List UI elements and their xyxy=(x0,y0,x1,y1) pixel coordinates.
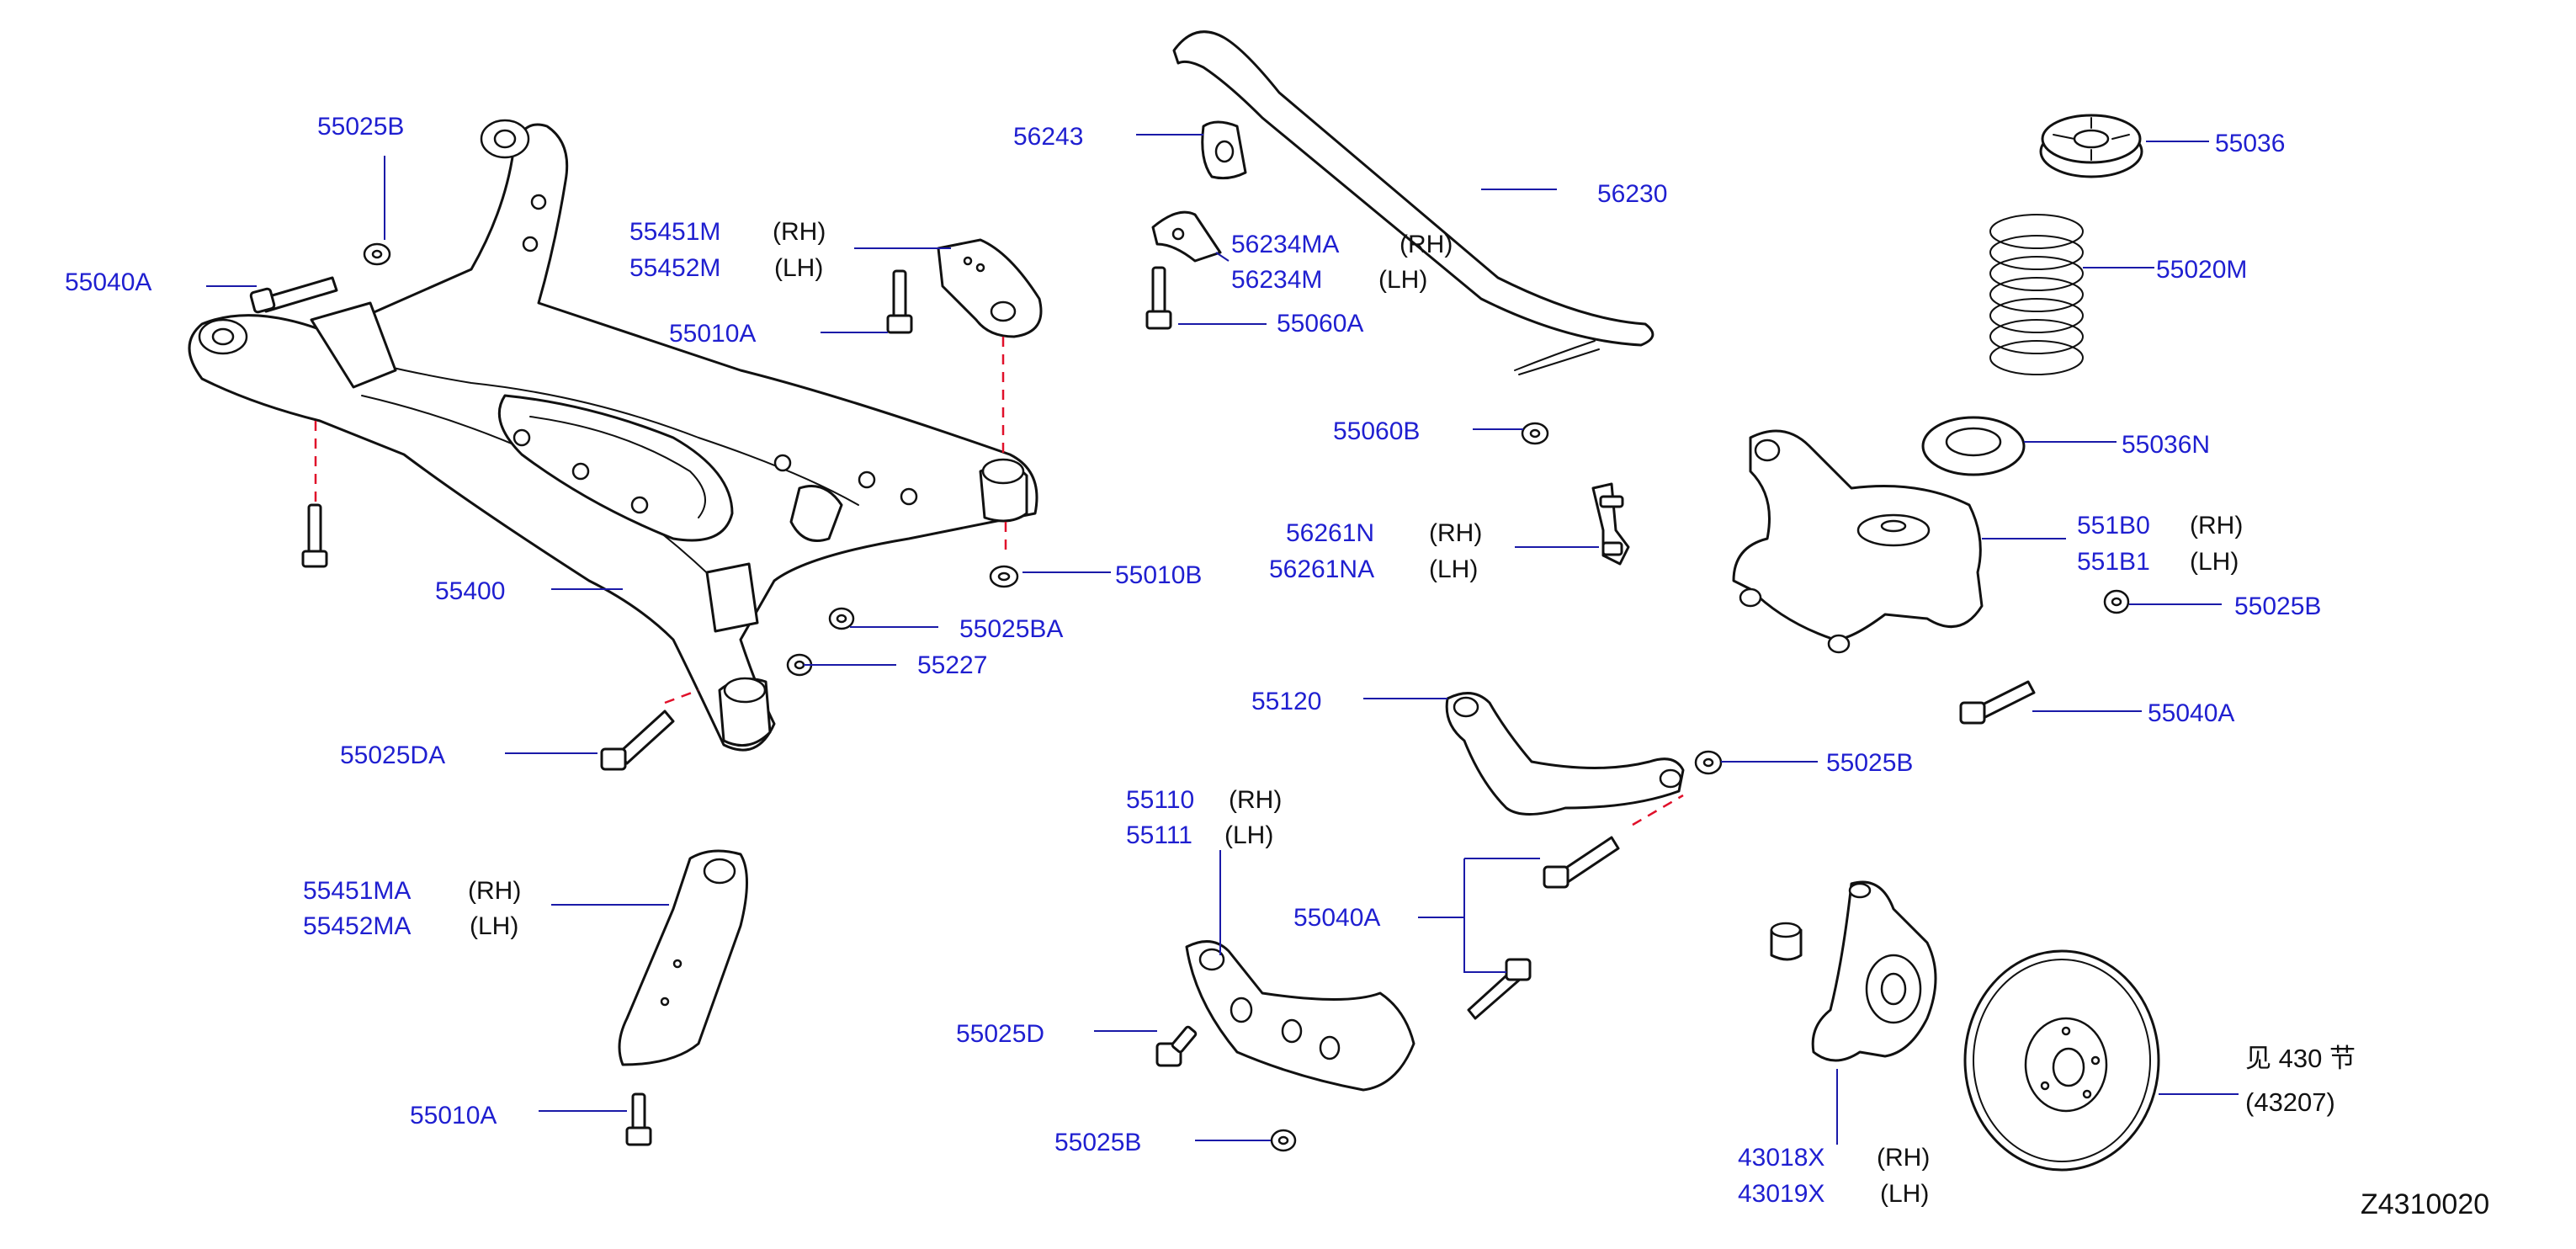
part-number-56261N[interactable]: 56261N xyxy=(1286,519,1374,547)
part-number-55452MA[interactable]: 55452MA xyxy=(303,912,411,940)
part-number-56230[interactable]: 56230 xyxy=(1597,180,1667,208)
bolt-icon xyxy=(1155,1025,1198,1067)
part-number-56261NA[interactable]: 56261NA xyxy=(1269,555,1374,583)
bolt-icon xyxy=(1467,958,1532,1020)
mount-bracket-55451MA-drawing[interactable] xyxy=(618,849,748,1066)
washer-icon xyxy=(989,565,1019,588)
brake-disc-43207-drawing[interactable] xyxy=(1963,949,2160,1172)
washer-icon xyxy=(363,242,391,266)
washer-icon xyxy=(1521,422,1549,445)
rear-knuckle-43018X-drawing[interactable] xyxy=(1811,880,1937,1062)
washer-icon xyxy=(2103,589,2130,614)
part-number-55111[interactable]: 55111 xyxy=(1126,821,1192,849)
bolt-icon xyxy=(1543,836,1620,889)
stabilizer-link-56261N-drawing[interactable] xyxy=(1591,482,1630,566)
coil-spring-55020M-drawing[interactable] xyxy=(1989,214,2084,375)
bolt-icon xyxy=(1959,680,2036,725)
part-number-551B0[interactable]: 551B0 xyxy=(2077,512,2150,539)
bolt-icon xyxy=(886,269,913,334)
part-number-55451M[interactable]: 55451M xyxy=(629,218,720,246)
bolt-icon xyxy=(301,503,328,568)
washer-icon xyxy=(1270,1129,1297,1152)
part-number-55040A[interactable]: 55040A xyxy=(65,268,151,296)
assembly-line xyxy=(1632,794,1684,826)
mount-bracket-55451M-drawing[interactable] xyxy=(937,238,1043,338)
part-number-56234M[interactable]: 56234M xyxy=(1231,266,1322,294)
part-number-55020M[interactable]: 55020M xyxy=(2156,256,2247,284)
part-number-55060A[interactable]: 55060A xyxy=(1277,310,1363,337)
part-number-55025BA[interactable]: 55025BA xyxy=(959,615,1063,643)
bolt-icon xyxy=(249,276,338,314)
leader-lines xyxy=(206,134,2239,1145)
part-number-43018X[interactable]: 43018X xyxy=(1738,1144,1824,1172)
part-number-55025D[interactable]: 55025D xyxy=(956,1020,1044,1048)
lower-arm-55110-drawing[interactable] xyxy=(1185,940,1415,1092)
side-rh: (RH) xyxy=(1429,519,1482,547)
washer-icon xyxy=(1694,750,1723,775)
reference-part-label: (43207) xyxy=(2245,1087,2335,1117)
part-number-55025B[interactable]: 55025B xyxy=(2234,593,2321,620)
washer-icon xyxy=(828,607,855,630)
part-number-43019X[interactable]: 43019X xyxy=(1738,1180,1824,1208)
bolt-icon xyxy=(1145,266,1172,330)
side-rh: (RH) xyxy=(1400,231,1453,258)
side-rh: (RH) xyxy=(468,877,521,905)
part-number-55036N[interactable]: 55036N xyxy=(2122,431,2210,459)
part-number-55227[interactable]: 55227 xyxy=(917,651,987,679)
side-lh: (LH) xyxy=(1429,555,1478,583)
stabilizer-bar-56230-drawing[interactable] xyxy=(1172,30,1654,375)
reference-section-label[interactable]: 见 430 节 xyxy=(2245,1044,2356,1073)
bolt-icon xyxy=(625,1092,652,1146)
side-lh: (LH) xyxy=(2190,548,2239,576)
part-number-56243[interactable]: 56243 xyxy=(1013,123,1083,151)
part-number-55120[interactable]: 55120 xyxy=(1251,688,1321,715)
part-number-56234MA[interactable]: 56234MA xyxy=(1231,231,1339,258)
upper-spring-seat-55036-drawing[interactable] xyxy=(2039,114,2143,178)
part-number-55025B[interactable]: 55025B xyxy=(1826,749,1913,777)
lower-link-551B0-drawing[interactable] xyxy=(1732,429,1984,654)
part-number-55010A[interactable]: 55010A xyxy=(410,1102,497,1129)
clamp-56234M-drawing[interactable] xyxy=(1151,210,1222,263)
bushing-icon xyxy=(1770,922,1803,961)
part-number-55040A[interactable]: 55040A xyxy=(1293,904,1380,932)
side-lh: (LH) xyxy=(1378,266,1427,294)
part-number-551B1[interactable]: 551B1 xyxy=(2077,548,2150,576)
part-number-55110[interactable]: 55110 xyxy=(1126,786,1194,814)
side-rh: (RH) xyxy=(2190,512,2243,539)
part-number-55025B[interactable]: 55025B xyxy=(1054,1129,1141,1156)
part-number-55025DA[interactable]: 55025DA xyxy=(340,741,445,769)
part-number-55452M[interactable]: 55452M xyxy=(629,254,720,282)
upper-arm-55120-drawing[interactable] xyxy=(1445,692,1685,816)
part-number-55451MA[interactable]: 55451MA xyxy=(303,877,411,905)
part-number-55036[interactable]: 55036 xyxy=(2215,130,2285,157)
diagram-code: Z4310020 xyxy=(2361,1188,2489,1220)
side-rh: (RH) xyxy=(1877,1144,1930,1172)
part-number-55010A[interactable]: 55010A xyxy=(669,320,756,348)
part-number-55400[interactable]: 55400 xyxy=(435,577,505,605)
side-lh: (LH) xyxy=(774,254,823,282)
side-rh: (RH) xyxy=(773,218,826,246)
part-number-55010B[interactable]: 55010B xyxy=(1115,561,1202,589)
side-lh: (LH) xyxy=(470,912,518,940)
side-lh: (LH) xyxy=(1224,821,1273,849)
bushing-56243-drawing[interactable] xyxy=(1201,120,1247,180)
part-number-55060B[interactable]: 55060B xyxy=(1333,417,1420,445)
part-number-55025B[interactable]: 55025B xyxy=(317,113,404,141)
side-lh: (LH) xyxy=(1880,1180,1929,1208)
assembly-line xyxy=(664,688,699,704)
subframe-55400-drawing[interactable] xyxy=(188,119,1038,752)
part-number-55040A[interactable]: 55040A xyxy=(2148,699,2234,727)
bolt-icon xyxy=(600,710,675,771)
lower-spring-seat-55036N-drawing[interactable] xyxy=(1921,416,2026,476)
side-rh: (RH) xyxy=(1229,786,1282,814)
